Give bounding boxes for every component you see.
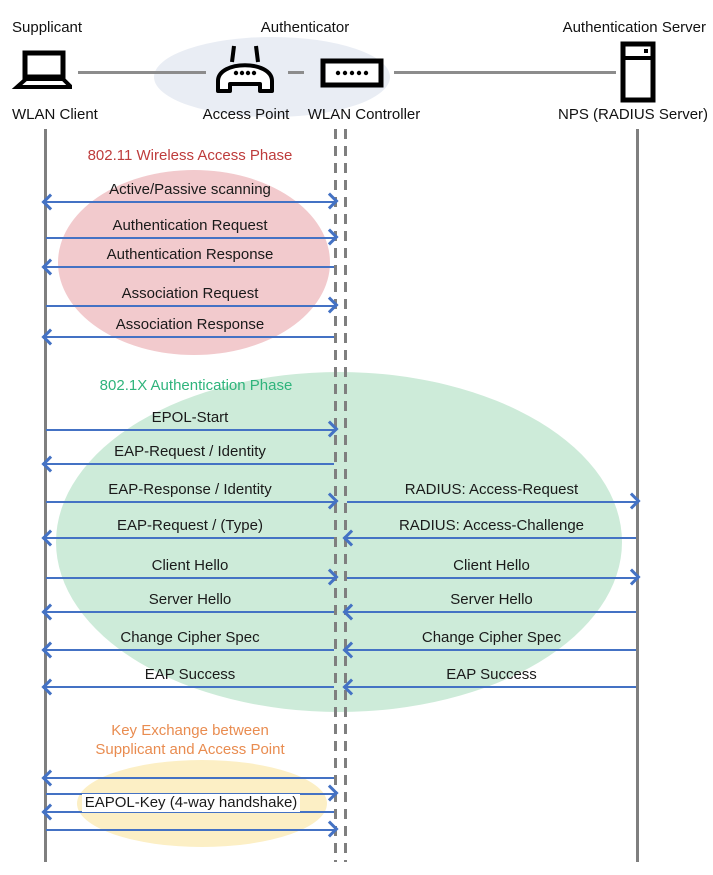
wlan-controller-icon <box>320 58 384 93</box>
device-label-nps-radius-server: NPS (RADIUS Server) <box>558 106 709 123</box>
role-label-supplicant: Supplicant <box>12 19 83 36</box>
phase3-title-line2: Supplicant and Access Point <box>95 741 285 758</box>
server-lifeline <box>636 129 639 862</box>
message-label: Change Cipher Spec <box>120 629 260 646</box>
message-label: Server Hello <box>148 591 232 608</box>
device-label-wlan-controller: WLAN Controller <box>307 106 421 123</box>
message-label: RADIUS: Access-Challenge <box>398 517 585 534</box>
laptop-icon <box>8 50 76 95</box>
message-arrow <box>342 529 636 547</box>
phase1-ellipse <box>58 170 330 355</box>
message-label: Authentication Response <box>106 246 274 263</box>
message-arrow <box>46 492 339 510</box>
message-arrow <box>41 529 334 547</box>
role-label-authenticator: Authenticator <box>260 19 350 36</box>
message-label: RADIUS: Access-Request <box>404 481 579 498</box>
message-arrow <box>41 678 334 696</box>
message-label: Client Hello <box>453 557 530 574</box>
message-arrow <box>41 769 334 787</box>
device-label-access-point: Access Point <box>202 106 290 123</box>
message-label: Change Cipher Spec <box>421 629 562 646</box>
message-arrow <box>342 603 636 621</box>
message-label: EAP-Request / Identity <box>114 443 266 460</box>
message-arrow <box>347 568 641 586</box>
phase3-title-line1: Key Exchange between <box>111 722 269 739</box>
phase2-ellipse <box>56 372 622 712</box>
message-arrow <box>46 296 339 314</box>
connector-line <box>78 71 206 74</box>
message-label: EAP Success <box>144 666 236 683</box>
message-arrow <box>46 820 339 838</box>
message-label: EAP-Response / Identity <box>108 481 272 498</box>
message-label: Authentication Request <box>112 217 268 234</box>
message-arrow <box>41 603 334 621</box>
device-label-wlan-client: WLAN Client <box>12 106 98 123</box>
phase2-title: 802.1X Authentication Phase <box>99 377 293 394</box>
message-arrow <box>342 641 636 659</box>
message-arrow <box>46 420 339 438</box>
access-point-icon <box>214 44 276 101</box>
controller-lifeline-dashed-right <box>344 129 347 862</box>
message-arrow <box>46 568 339 586</box>
connector-line <box>288 71 304 74</box>
message-arrow <box>41 258 334 276</box>
message-arrow <box>41 328 334 346</box>
message-arrow <box>41 641 334 659</box>
connector-line <box>394 71 616 74</box>
message-arrow <box>342 678 636 696</box>
message-label: EAP Success <box>446 666 537 683</box>
phase3-title: Key Exchange between Supplicant and Acce… <box>60 721 320 759</box>
message-label: Active/Passive scanning <box>109 181 271 198</box>
message-arrow <box>347 492 641 510</box>
message-label: Association Request <box>121 285 259 302</box>
message-arrow <box>41 455 334 473</box>
message-label: EAP-Request / (Type) <box>117 517 263 534</box>
phase1-title: 802.11 Wireless Access Phase <box>87 147 293 164</box>
message-arrow <box>41 192 339 211</box>
eapol-key-label: EAPOL-Key (4-way handshake) <box>45 794 337 812</box>
message-label: Client Hello <box>151 557 229 574</box>
supplicant-lifeline <box>44 129 47 862</box>
role-label-authentication-server: Authentication Server <box>562 19 706 36</box>
message-arrow <box>46 228 339 246</box>
message-arrow <box>41 803 334 821</box>
message-label: EPOL-Start <box>151 409 229 426</box>
message-label: Association Response <box>115 316 265 333</box>
message-label: Server Hello <box>450 591 533 608</box>
server-icon <box>620 41 656 108</box>
controller-lifeline-dashed-left <box>334 129 337 862</box>
